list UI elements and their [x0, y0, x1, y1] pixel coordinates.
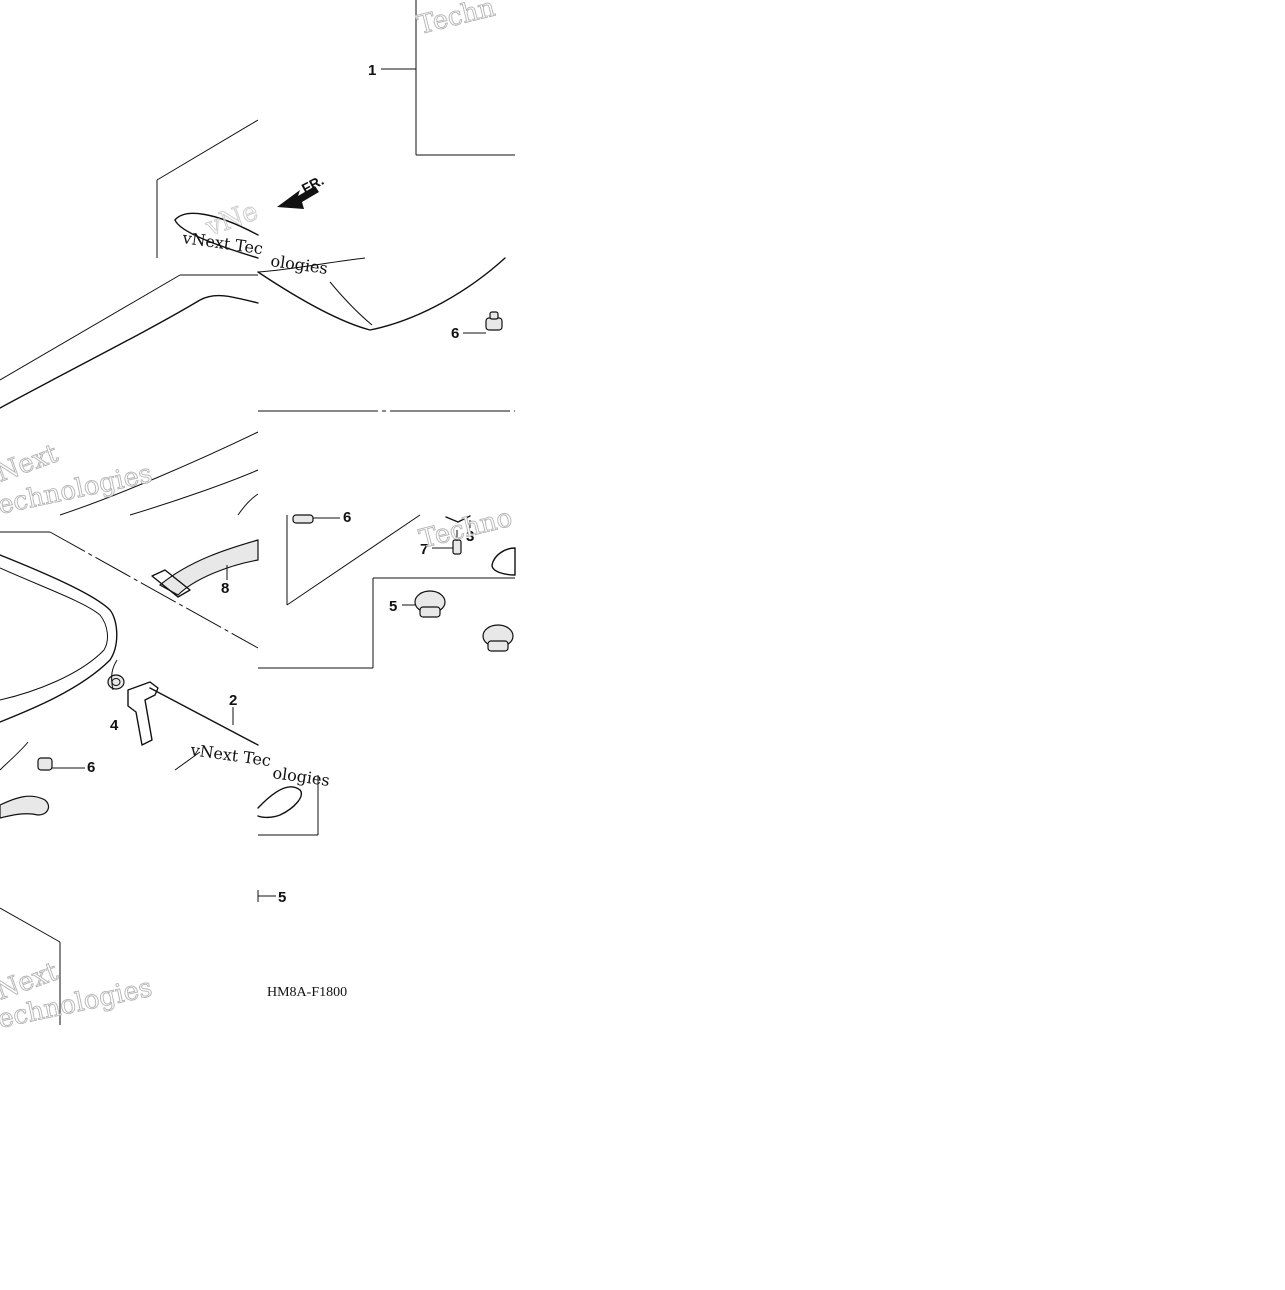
tile-middle-left: 8 4 2 6 vNext Tec — [0, 531, 272, 776]
seat-contour — [0, 741, 29, 771]
watermark: ologies — [269, 251, 329, 278]
callout-6: 6 — [451, 325, 459, 342]
tile-lower-right: ologies 5 HM8A-F1800 — [257, 763, 347, 1000]
callout-1: 1 — [368, 62, 376, 79]
callout-5: 5 — [389, 598, 397, 615]
tile-middle-right: 6 3 7 5 Techno — [258, 502, 516, 669]
front-direction-label: FR. — [299, 172, 326, 197]
spring-part-4 — [107, 674, 125, 690]
seat-outline — [0, 554, 118, 723]
seat-outline — [257, 257, 506, 331]
clip-part-3 — [445, 515, 471, 523]
bracket-line — [156, 119, 259, 181]
bumper-part — [491, 547, 516, 576]
frame-line — [286, 514, 421, 606]
callout-3: 3 — [466, 528, 474, 545]
grommet-part-6 — [485, 311, 503, 331]
tile-top-right: 1 FR. 6 Techn ologies — [257, 0, 515, 412]
callout-2: 2 — [229, 692, 237, 709]
cushion-part-5 — [414, 590, 446, 618]
grommet-part-6 — [292, 514, 314, 524]
bolt-part-7 — [452, 530, 462, 555]
seat-contour — [329, 281, 373, 326]
watermark: Techn — [414, 0, 498, 41]
seat-contour — [237, 493, 259, 516]
callout-8: 8 — [221, 580, 229, 597]
strap-part-8 — [151, 539, 259, 598]
seat-outline — [0, 294, 259, 409]
seat-strap — [174, 219, 259, 259]
front-direction-arrow: FR. — [277, 172, 326, 209]
seat-strap — [174, 212, 259, 236]
frame-line — [0, 907, 61, 943]
diagram-code: HM8A-F1800 — [267, 985, 347, 1000]
seat-contour — [59, 431, 259, 516]
frame-line — [0, 274, 181, 381]
frame-line — [49, 531, 259, 649]
cushion-part-5 — [482, 624, 514, 652]
hook-part — [257, 786, 302, 819]
watermark: ologies — [271, 763, 331, 790]
latch-part-2 — [127, 681, 259, 746]
seat-contour — [257, 257, 366, 273]
callout-4: 4 — [110, 717, 119, 734]
callout-6: 6 — [87, 759, 95, 776]
seat-contour — [129, 469, 259, 516]
callout-5: 5 — [278, 889, 286, 906]
leader-line — [111, 659, 118, 691]
frame-line — [174, 751, 201, 771]
callout-6: 6 — [343, 509, 351, 526]
watermark: vNext Tec — [188, 740, 272, 770]
watermark: Techno — [416, 503, 515, 555]
grommet-part-6 — [37, 757, 53, 771]
tile-lower-left: Next echnologies — [0, 795, 155, 1035]
strap-end — [0, 795, 50, 819]
tile-top-left: vNext Tec vNe Next echnologies — [0, 119, 264, 521]
callout-7: 7 — [420, 541, 428, 558]
seat-contour — [0, 567, 108, 701]
